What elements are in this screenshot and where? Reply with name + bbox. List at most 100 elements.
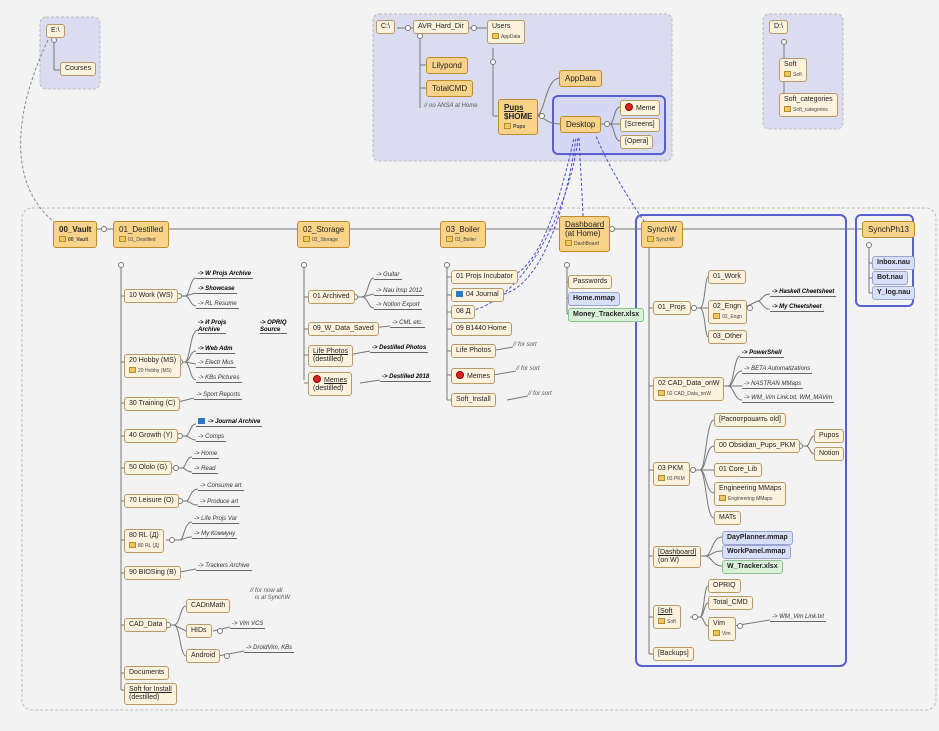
biosing-node[interactable]: 90 BIOSing (B) — [124, 566, 182, 581]
memes-destilled-node[interactable]: Memes(destilled) — [308, 372, 352, 397]
pupos-node[interactable]: Pupos — [814, 429, 844, 444]
hobby-node[interactable]: 20 Hobby (MS)20 Hobby (MS) — [124, 354, 182, 378]
bot-nau-file[interactable]: Bot.nau — [872, 271, 909, 286]
rl-resume-link[interactable]: -> RL Resume — [196, 301, 239, 309]
sport-reports-link[interactable]: -> Sport Reports — [194, 392, 243, 400]
courses-node[interactable]: Courses — [60, 62, 97, 77]
my-cheetsheet-link[interactable]: -> My Cheetsheet — [770, 304, 824, 312]
inbox-nau-file[interactable]: Inbox.nau — [872, 256, 916, 271]
money-tracker-file[interactable]: Money_Tracker.xlsx — [568, 308, 645, 323]
wm-vim-link[interactable]: -> WM_Vim Link.txt, WM_MAVim — [742, 395, 835, 403]
dashboard-home-node[interactable]: Dashboard(at Home)DashBoard — [559, 216, 611, 253]
electr-mus-link[interactable]: -> Electr Mus — [196, 360, 236, 368]
workpanel-file[interactable]: WorkPanel.mmap — [722, 545, 791, 560]
showcase-link[interactable]: -> Showcase — [196, 286, 237, 294]
lilypond-node[interactable]: Lilypond — [426, 57, 468, 75]
read-link[interactable]: -> Read — [192, 466, 218, 474]
android-node[interactable]: Android — [186, 649, 221, 664]
soft-for-install-node[interactable]: Soft for Install(destilled) — [124, 683, 177, 706]
home-link[interactable]: -> Home — [192, 451, 220, 459]
sw-dashboard-node[interactable]: [Dashboard](on W) — [653, 546, 702, 569]
b1440-node[interactable]: 09 B1440 Home — [451, 322, 512, 337]
vim-vcs-link[interactable]: -> Vim VCS — [230, 621, 266, 629]
backups-node[interactable]: [Backups] — [653, 647, 694, 662]
life-photos-destilled-node[interactable]: Life Photos(destilled) — [308, 345, 354, 368]
appdata-node[interactable]: AppData — [559, 70, 603, 88]
kbs-pictures-link[interactable]: -> KBs Pictures — [196, 375, 242, 383]
avr-hard-dir-node[interactable]: AVR_Hard_Dir — [413, 20, 469, 35]
web-adm-link[interactable]: -> Web Adm — [196, 346, 235, 354]
cml-link[interactable]: -> CML etc. — [390, 320, 426, 328]
produce-art-link[interactable]: -> Produce art — [198, 499, 241, 507]
boiler-memes-node[interactable]: Memes — [451, 368, 495, 385]
destilled-photos-link[interactable]: -> Destilled Photos — [370, 345, 429, 353]
guitar-link[interactable]: -> Guitar — [374, 272, 402, 280]
drive-d-node[interactable]: D:\ — [769, 20, 788, 35]
life-projs-var-link[interactable]: -> Life Projs Var — [192, 516, 239, 524]
cadnmath-node[interactable]: CADnMath — [186, 599, 231, 614]
growth-node[interactable]: 40 Growth (Y) — [124, 429, 178, 444]
beta-automatizations-link[interactable]: -> BETA Automatizations — [742, 366, 813, 374]
archived-node[interactable]: 01 Archived — [308, 290, 355, 305]
work-node[interactable]: 10 Work (WS) — [124, 289, 178, 304]
total-cmd-node[interactable]: Total_CMD — [708, 596, 753, 611]
synchph-node[interactable]: SynchPh13 — [862, 221, 915, 239]
leisure-node[interactable]: 70 Leisure (O) — [124, 494, 179, 509]
core-lib-node[interactable]: 01 Core_Lib — [714, 463, 763, 478]
hids-node[interactable]: HIDs — [186, 624, 212, 639]
drive-c-node[interactable]: C:\ — [376, 20, 395, 35]
other-node[interactable]: 03_Other — [708, 330, 748, 345]
projs-node[interactable]: 01_Projs — [653, 301, 691, 316]
rasp-old-node[interactable]: [Распотрошить old] — [714, 413, 786, 428]
meme-node[interactable]: Meme — [620, 100, 661, 117]
destilled-2018-link[interactable]: -> Destilled 2018 — [380, 374, 432, 382]
home-mmap-file[interactable]: Home.mmap — [568, 292, 621, 307]
nastran-mmaps-link[interactable]: -> NASTRAN MMaps — [742, 381, 804, 389]
haskell-cheetsheet-link[interactable]: -> Haskell Cheetsheet — [770, 289, 837, 297]
ylog-nau-file[interactable]: Y_log.nau — [872, 286, 916, 301]
totalcmd-node[interactable]: TotalCMD — [426, 80, 474, 98]
powershell-link[interactable]: -> PowerShell — [740, 350, 784, 358]
my-kommunu-link[interactable]: -> My Коммуну — [192, 531, 238, 539]
w-data-saved-node[interactable]: 09_W_Data_Saved — [308, 322, 379, 337]
drive-e-node[interactable]: E:\ — [46, 24, 65, 39]
ololo-node[interactable]: 50 Ololo (G) — [124, 461, 173, 476]
cad-data-node[interactable]: CAD_Data — [124, 618, 168, 633]
boiler-life-photos-node[interactable]: Life Photos — [451, 344, 497, 359]
mats-node[interactable]: MATs — [714, 511, 741, 526]
journal-node[interactable]: 04 Journal — [451, 288, 504, 303]
opera-node[interactable]: [Opera] — [620, 135, 654, 150]
w-tracker-file[interactable]: W_Tracker.xlsx — [722, 560, 783, 575]
trackers-archive-link[interactable]: -> Trackers Archive — [196, 563, 252, 571]
projs-incubator-node[interactable]: 01 Projs Incubator — [451, 270, 518, 285]
nau-insp-link[interactable]: -> Nau Insp 2012 — [374, 288, 425, 296]
opriq-node[interactable]: OPRIQ — [708, 579, 741, 594]
d08-node[interactable]: 08 Д — [451, 305, 476, 320]
sw-work-node[interactable]: 01_Work — [708, 270, 746, 285]
journal-archive-link[interactable]: -> Journal Archive — [196, 418, 263, 427]
screens-node[interactable]: [Screens] — [620, 118, 660, 133]
documents-node[interactable]: Documents — [124, 666, 170, 681]
rl-node[interactable]: 80 RL (Д)80 RL (Д) — [124, 529, 165, 553]
passwords-node[interactable]: Passwords — [568, 275, 613, 290]
droidvim-link[interactable]: -> DroidVim, KBs — [244, 645, 295, 653]
dayplanner-file[interactable]: DayPlanner.mmap — [722, 531, 793, 546]
training-node[interactable]: 30 Training (C) — [124, 397, 181, 412]
soft-install-node[interactable]: Soft_Install — [451, 393, 496, 408]
consume-art-link[interactable]: -> Consume art — [198, 483, 244, 491]
